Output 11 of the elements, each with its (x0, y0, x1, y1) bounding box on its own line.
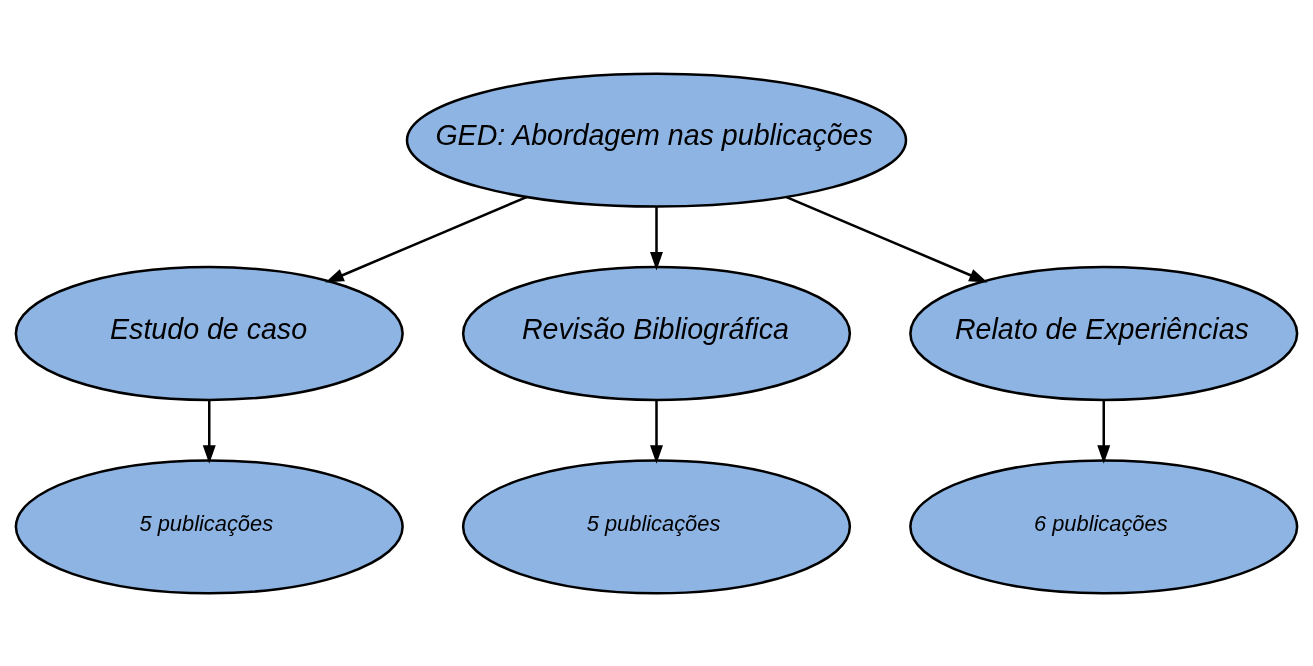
arrow (202, 399, 216, 464)
arrow (1097, 399, 1111, 464)
arrow (650, 206, 663, 270)
node-ellipse: 5 publicações (14, 458, 404, 595)
arrow (650, 399, 663, 464)
arrow (785, 195, 988, 282)
node-ellipse: 6 publicações (909, 458, 1299, 595)
arrow (325, 195, 528, 282)
node-ellipse: GED: Abordagem nas publicações (405, 71, 908, 208)
node-ellipse: Revisão Bibliográfica (461, 265, 852, 401)
node-ellipse: 5 publicações (461, 458, 852, 595)
